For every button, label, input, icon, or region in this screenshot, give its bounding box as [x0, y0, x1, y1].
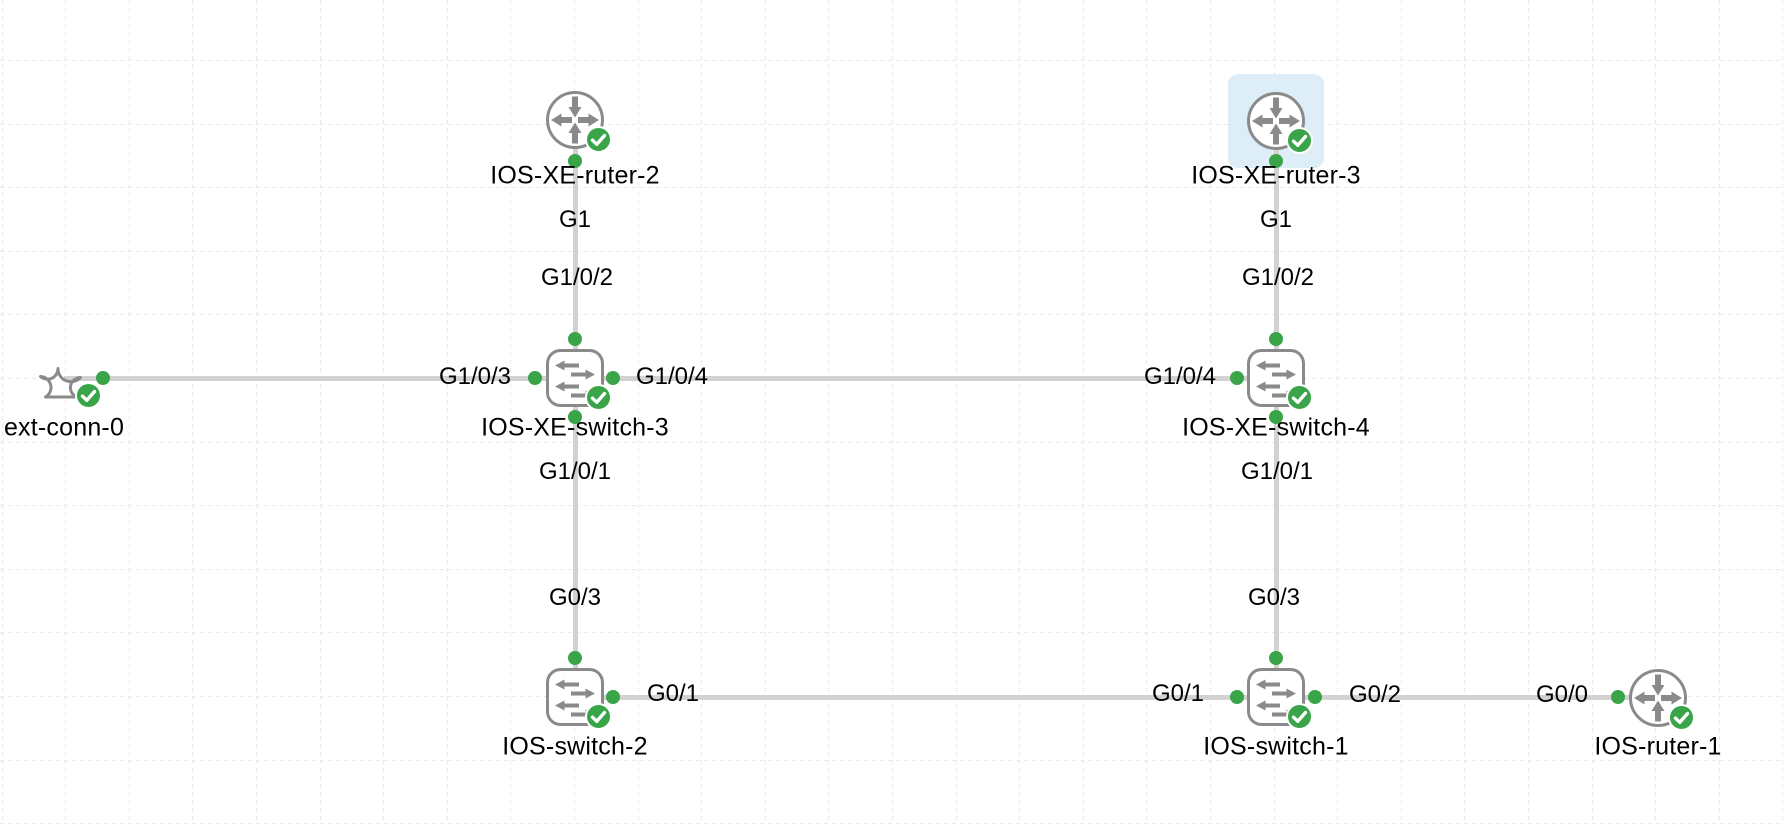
- interface-label: G0/3: [548, 584, 602, 611]
- connection-dot: [606, 371, 620, 385]
- link-IOS-XE-ruter-3--IOS-XE-switch-4[interactable]: [1273, 121, 1279, 378]
- grid-line: [1146, 0, 1148, 824]
- status-ok-badge: [1285, 702, 1313, 730]
- grid-line: [1, 0, 3, 824]
- grid-line: [1209, 0, 1211, 824]
- node-label[interactable]: IOS-XE-ruter-3: [1191, 161, 1361, 190]
- status-ok-badge: [584, 125, 612, 153]
- status-ok-badge: [74, 381, 102, 409]
- check-icon: [1291, 710, 1307, 723]
- check-icon: [1673, 711, 1689, 724]
- interface-label: G1: [558, 206, 592, 233]
- grid-line: [1718, 0, 1720, 824]
- grid-line: [446, 0, 448, 824]
- grid-line: [955, 0, 957, 824]
- grid-line: [1337, 0, 1339, 824]
- status-ok-badge: [1285, 383, 1313, 411]
- connection-dot: [568, 651, 582, 665]
- status-ok-badge: [584, 702, 612, 730]
- status-ok-badge: [584, 383, 612, 411]
- connection-dot: [1230, 690, 1244, 704]
- grid-line: [0, 314, 1783, 316]
- grid-line: [0, 250, 1783, 252]
- connection-dot: [568, 154, 582, 168]
- check-icon: [590, 391, 606, 404]
- interface-label: G0/0: [1535, 681, 1589, 708]
- node-ext-conn-0[interactable]: [31, 356, 97, 402]
- grid-line: [0, 505, 1783, 507]
- check-icon: [1291, 134, 1307, 147]
- grid-line: [510, 0, 512, 824]
- grid-line: [1591, 0, 1593, 824]
- connection-dot: [568, 410, 582, 424]
- interface-label: G0/1: [1151, 680, 1205, 707]
- link-IOS-switch-2--IOS-switch-1[interactable]: [575, 694, 1276, 700]
- interface-label: G0/1: [646, 680, 700, 707]
- check-icon: [1291, 391, 1307, 404]
- grid-line: [0, 60, 1783, 61]
- grid-line: [1527, 0, 1529, 824]
- grid-line: [0, 123, 1783, 125]
- connection-dot: [568, 332, 582, 346]
- interface-label: G1/0/1: [1240, 458, 1314, 485]
- interface-label: G1/0/1: [538, 458, 612, 485]
- grid-line: [0, 759, 1783, 761]
- node-label[interactable]: IOS-XE-switch-4: [1182, 413, 1370, 442]
- node-label[interactable]: IOS-ruter-1: [1594, 732, 1722, 761]
- grid-line: [0, 632, 1783, 634]
- link-ext-conn-0--IOS-XE-switch-3[interactable]: [64, 375, 575, 381]
- grid-line: [828, 0, 830, 824]
- connection-dot: [1269, 410, 1283, 424]
- interface-label: G1/0/2: [540, 264, 614, 291]
- check-icon: [80, 389, 96, 402]
- grid-line: [319, 0, 321, 824]
- node-label[interactable]: IOS-switch-1: [1203, 732, 1349, 761]
- grid-line: [255, 0, 257, 824]
- node-label[interactable]: IOS-XE-ruter-2: [490, 161, 660, 190]
- node-label[interactable]: IOS-switch-2: [502, 732, 648, 761]
- interface-label: G0/2: [1348, 681, 1402, 708]
- interface-label: G1/0/4: [635, 363, 709, 390]
- grid-line: [1082, 0, 1084, 824]
- cloud-icon: [39, 367, 82, 399]
- status-ok-badge: [1285, 126, 1313, 154]
- grid-line: [764, 0, 766, 824]
- grid-line: [0, 187, 1783, 189]
- grid-line: [0, 441, 1783, 443]
- link-IOS-XE-ruter-2--IOS-XE-switch-3[interactable]: [572, 120, 578, 378]
- connection-dot: [96, 371, 110, 385]
- interface-label: G0/3: [1247, 584, 1301, 611]
- status-ok-badge: [1667, 703, 1695, 731]
- interface-label: G1: [1259, 206, 1293, 233]
- interface-label: G1/0/3: [438, 363, 512, 390]
- link-IOS-XE-switch-3--IOS-switch-2[interactable]: [572, 378, 578, 697]
- grid-line: [192, 0, 194, 824]
- grid-line: [891, 0, 893, 824]
- grid-line: [701, 0, 703, 824]
- grid-line: [637, 0, 639, 824]
- link-IOS-switch-1--IOS-ruter-1[interactable]: [1276, 694, 1658, 700]
- interface-label: G1/0/2: [1241, 264, 1315, 291]
- connection-dot: [1308, 690, 1322, 704]
- connection-dot: [1269, 651, 1283, 665]
- grid-line: [383, 0, 385, 824]
- node-label[interactable]: IOS-XE-switch-3: [481, 413, 669, 442]
- link-IOS-XE-switch-3--IOS-XE-switch-4[interactable]: [575, 375, 1276, 381]
- grid-line: [0, 568, 1783, 570]
- connection-dot: [1230, 371, 1244, 385]
- check-icon: [590, 710, 606, 723]
- grid-line: [1019, 0, 1021, 824]
- check-icon: [590, 133, 606, 146]
- connection-dot: [1269, 332, 1283, 346]
- grid-line: [65, 0, 67, 824]
- node-label[interactable]: ext-conn-0: [3, 413, 125, 442]
- grid-line: [128, 0, 130, 824]
- connection-dot: [1611, 690, 1625, 704]
- connection-dot: [528, 371, 542, 385]
- grid-line: [1464, 0, 1466, 824]
- connection-dot: [606, 690, 620, 704]
- interface-label: G1/0/4: [1143, 363, 1217, 390]
- connection-dot: [1269, 154, 1283, 168]
- link-IOS-XE-switch-4--IOS-switch-1[interactable]: [1273, 378, 1279, 697]
